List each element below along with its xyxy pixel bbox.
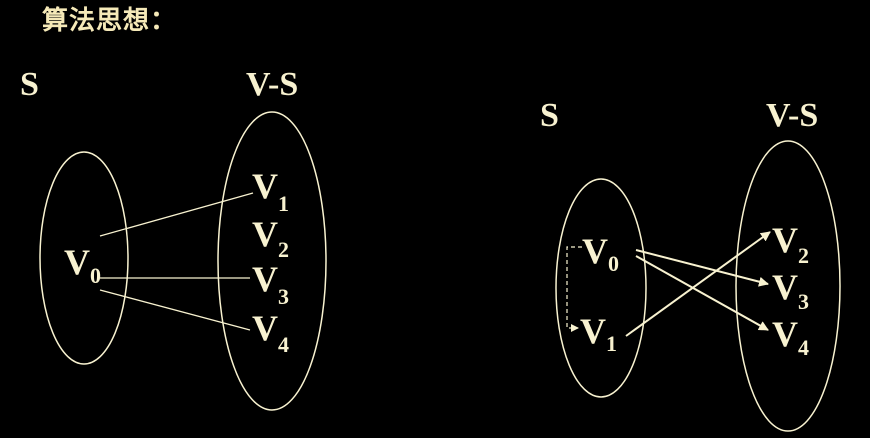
left-node-v3: V3 — [252, 259, 289, 309]
right-set-s-ellipse — [555, 178, 647, 398]
right-edge-v0-v3 — [635, 249, 769, 287]
page-title: 算法思想： — [42, 6, 178, 36]
right-node-v4: V4 — [772, 314, 809, 360]
right-node-v3: V3 — [772, 267, 809, 314]
left-node-v0: V0 — [64, 242, 101, 288]
right-node-v2: V2 — [772, 220, 809, 268]
left-edge-v0-v1 — [99, 192, 254, 237]
right-set-vs-label: V-S — [766, 97, 818, 134]
right-diagram: S V-S V0 V1 V2 V3 V4 — [540, 97, 841, 432]
left-edge-v0-v4 — [99, 289, 251, 331]
right-edge-v1-v2 — [625, 231, 771, 337]
right-edge-v0-v4 — [635, 255, 769, 331]
right-node-v0: V0 — [582, 231, 619, 276]
right-set-s-label: S — [540, 97, 559, 134]
left-node-v1: V1 — [252, 166, 289, 216]
left-node-v4: V4 — [252, 308, 289, 357]
left-node-v2: V2 — [252, 214, 289, 262]
left-set-s-label: S — [20, 66, 39, 103]
left-set-vs-label: V-S — [246, 66, 298, 103]
left-set-s-ellipse — [39, 151, 129, 365]
right-set-vs-ellipse — [735, 140, 841, 432]
left-diagram: S V-S V0 V1 V2 V3 V4 — [20, 66, 327, 411]
right-node-v1: V1 — [580, 311, 617, 356]
right-dashed-edge-v0-v1 — [566, 246, 582, 332]
left-set-vs-ellipse — [217, 111, 327, 411]
